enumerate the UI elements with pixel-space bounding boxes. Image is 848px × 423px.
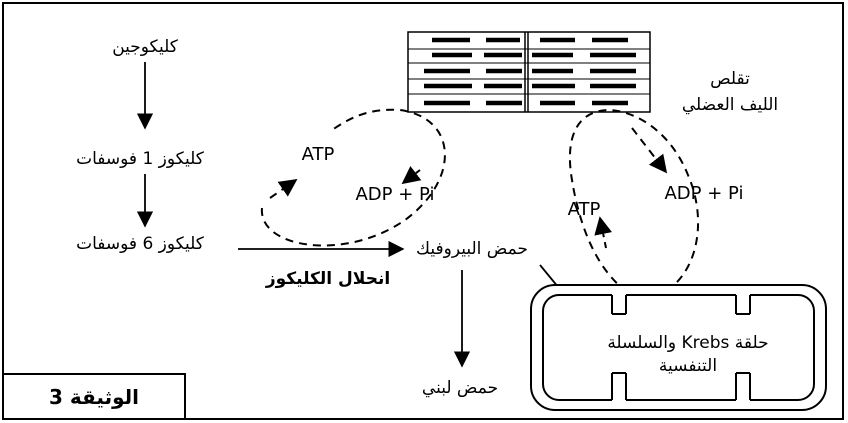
pyruvate-label: حمض البيروفيك (416, 239, 528, 259)
glycolysis-label: انحلال الكليكوز (265, 269, 390, 289)
right-adp-label: ADP + Pi (664, 183, 743, 204)
fiber-label-line2: الليف العضلي (682, 95, 778, 115)
g1p-label: كليكوز 1 فوسفات (76, 149, 205, 169)
left-adp-label: ADP + Pi (355, 184, 434, 205)
left-adp-arrow (401, 166, 422, 185)
right-atp-label: ATP (568, 199, 601, 220)
g6p-label: كليكوز 6 فوسفات (76, 234, 205, 254)
glycogen-label: كليكوجين (112, 37, 179, 57)
lactate-label: حمض لبني (422, 378, 498, 398)
document-label-box (2, 373, 186, 420)
right-atp-cycle (568, 108, 700, 301)
left-atp-cycle (260, 108, 446, 247)
mito-label-line2: التنفسية (659, 356, 717, 376)
right-atp-arrow (594, 216, 613, 249)
right-adp-arrow (631, 127, 668, 174)
fiber-label-line1: تقلص (710, 69, 750, 89)
mitochondrion (530, 284, 827, 411)
left-atp-label: ATP (302, 144, 335, 165)
document-label: الوثيقة 3 (49, 385, 139, 409)
left-atp-arrow (269, 178, 298, 199)
mito-label-line1: حلقة Krebs والسلسلة (607, 333, 768, 353)
myofibril (407, 31, 651, 113)
